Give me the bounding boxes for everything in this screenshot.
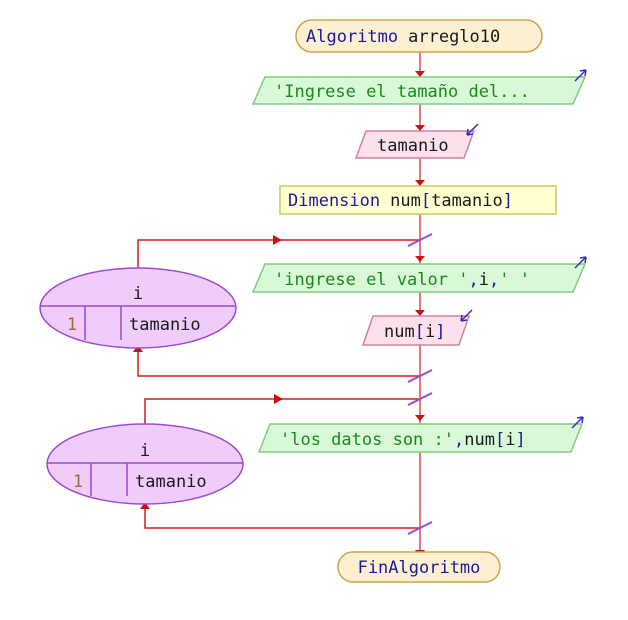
bracket-open: [: [415, 322, 425, 342]
fin-algoritmo-keyword: FinAlgoritmo: [358, 558, 481, 578]
bracket-close: ]: [503, 191, 513, 211]
input-arrow-icon: [460, 309, 473, 322]
arrowhead: [415, 71, 425, 77]
output-var: i: [479, 270, 489, 290]
dimension-keyword: Dimension: [288, 191, 380, 211]
loop-2-start: 1: [73, 472, 83, 492]
output-arrow-icon: [574, 69, 587, 82]
bracket-open: [: [495, 430, 505, 450]
loop-1-connectors: [133, 233, 433, 383]
for-loop-2[interactable]: i 1 tamanio: [46, 423, 244, 505]
dimension-var: num: [390, 191, 421, 211]
svg-text:num[i]: num[i]: [384, 322, 445, 342]
for-loop-1[interactable]: i 1 tamanio: [39, 267, 237, 349]
svg-text:'ingrese el valor ',i,' ': 'ingrese el valor ',i,' ': [274, 270, 530, 290]
svg-text:'los datos son :',num[i]: 'los datos son :',num[i]: [280, 430, 526, 450]
start-terminal[interactable]: Algoritmo arreglo10: [295, 19, 543, 53]
dimension-block[interactable]: Dimension num[tamanio]: [279, 185, 557, 215]
output-text-1: 'Ingrese el tamaño del...: [274, 82, 530, 102]
output-block-2[interactable]: 'ingrese el valor ',i,' ': [251, 256, 587, 293]
output-arrow-icon: [571, 416, 584, 429]
arrowhead: [415, 125, 425, 131]
bracket-close: ]: [435, 322, 445, 342]
output-block-1[interactable]: 'Ingrese el tamaño del...: [251, 69, 587, 105]
output-index: i: [505, 430, 515, 450]
input-block-2[interactable]: num[i]: [361, 309, 473, 346]
algoritmo-keyword: Algoritmo: [306, 27, 398, 47]
arrowhead: [415, 180, 425, 186]
loop-1-var: i: [133, 284, 143, 304]
separator: ,: [468, 270, 478, 290]
input-index: i: [425, 322, 435, 342]
output-arrow-icon: [574, 256, 587, 269]
input-arrow-icon: [466, 123, 479, 136]
separator: ,: [489, 270, 499, 290]
dimension-size: tamanio: [431, 191, 503, 211]
algorithm-name: arreglo10: [408, 27, 500, 47]
arrowhead: [415, 310, 425, 316]
flow-arrowheads: [415, 71, 425, 556]
output-string: 'los datos son :': [280, 430, 454, 450]
input-array: num: [384, 322, 415, 342]
end-terminal[interactable]: FinAlgoritmo: [337, 551, 501, 583]
loop-2-var: i: [140, 441, 150, 461]
input-block-1[interactable]: tamanio: [354, 123, 479, 159]
separator: ,: [454, 430, 464, 450]
loop-2-end: tamanio: [135, 472, 207, 492]
output-block-3[interactable]: 'los datos son :',num[i]: [257, 416, 584, 453]
output-array: num: [464, 430, 495, 450]
loop-2-connectors: [140, 392, 433, 535]
bracket-open: [: [421, 191, 431, 211]
loop-1-end: tamanio: [129, 315, 201, 335]
arrowhead: [415, 256, 425, 262]
arrowhead: [415, 415, 425, 421]
bracket-close: ]: [515, 430, 525, 450]
output-string: 'ingrese el valor ': [274, 270, 468, 290]
input-var-1: tamanio: [377, 136, 449, 156]
loop-1-start: 1: [67, 315, 77, 335]
output-string: ' ': [499, 270, 530, 290]
